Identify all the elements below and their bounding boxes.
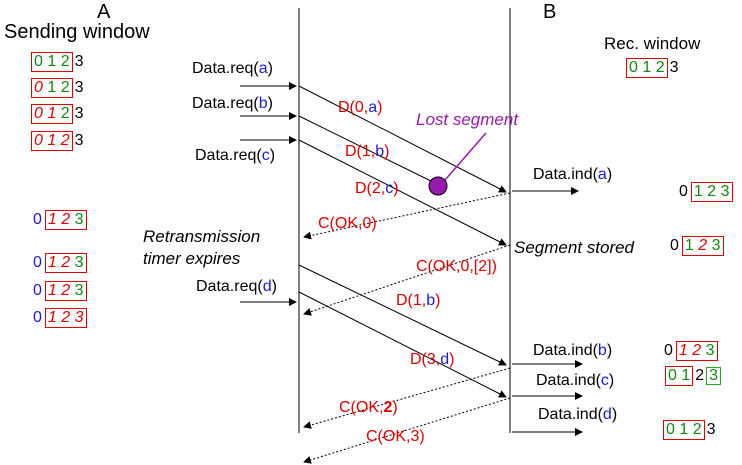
window-box: 1 2 3 — [681, 236, 724, 256]
lost-segment-marker — [428, 176, 448, 196]
host-a-label: A — [97, 1, 111, 23]
req-c-label: Data.req(c) — [195, 147, 276, 164]
window-box: 1 2 3 — [675, 341, 718, 361]
ack-ok0-sack-arrow — [303, 244, 511, 316]
req-b-label: Data.req(b) — [192, 95, 273, 112]
segment-d1b-lost — [298, 115, 438, 185]
window-box: 0 1 2 — [31, 131, 73, 151]
window-box: 0 1 2 — [663, 420, 705, 440]
segment-d2c-label: D(2,c) — [355, 180, 399, 197]
send-window-6: 0 1 2 3 — [33, 253, 87, 273]
segment-d1b-retx-arrow — [298, 264, 507, 366]
send-window-1: 0 1 2 3 — [31, 52, 84, 72]
rec-window-4: 0 1 2 3 — [664, 341, 718, 361]
window-box: 1 2 3 — [44, 308, 87, 328]
req-a-label: Data.req(a) — [192, 60, 273, 77]
window-box: 0 1 — [665, 366, 694, 386]
segment-d1b-label: D(1,b) — [345, 143, 390, 160]
rec-window-3: 0 1 2 3 — [670, 236, 724, 256]
ack-ok0-arrow — [303, 192, 511, 240]
lost-segment-pointer — [444, 132, 487, 181]
window-box: 1 2 3 — [44, 281, 87, 301]
ind-d-label: Data.ind(d) — [538, 406, 618, 423]
rec-window-2: 0 1 2 3 — [679, 182, 733, 202]
segment-d3d-label: D(3,d) — [410, 351, 455, 368]
ind-a-label: Data.ind(a) — [533, 166, 613, 183]
send-window-3: 0 1 2 3 — [31, 104, 84, 124]
retransmission-label-line1: Retransmission — [143, 227, 261, 246]
ind-b-label: Data.ind(b) — [533, 342, 613, 359]
req-d-label: Data.req(d) — [196, 278, 277, 295]
send-window-2: 0 1 2 3 — [31, 78, 84, 98]
rec-window-6: 0 1 2 3 — [663, 420, 716, 440]
segment-d1b-retx-label: D(1,b) — [396, 292, 441, 309]
segment-d2c-arrow — [298, 139, 507, 246]
send-window-5: 0 1 2 3 — [33, 210, 87, 230]
window-box: 1 2 3 — [690, 182, 733, 202]
segment-d0a-arrow — [298, 85, 507, 193]
rec-window-1: 0 1 2 3 — [626, 58, 679, 78]
send-window-4: 0 1 2 3 — [31, 131, 84, 151]
sending-window-title: Sending window — [4, 21, 150, 43]
lost-segment-label: Lost segment — [416, 110, 519, 129]
ack-ok2-label: C(OK,2) — [339, 399, 398, 416]
ack-ok2-arrow — [303, 367, 511, 429]
window-box: 0 1 2 — [31, 104, 73, 124]
window-box: 0 1 2 — [626, 58, 668, 78]
ack-ok0-label: C(OK,0) — [318, 215, 377, 232]
segment-d0a-label: D(0,a) — [338, 99, 383, 116]
ack-ok0-sack-label: C(OK,0,[2]) — [416, 258, 497, 275]
window-box: 1 2 3 — [44, 253, 87, 273]
send-window-7: 0 1 2 3 — [33, 281, 87, 301]
ind-c-label: Data.ind(c) — [536, 372, 615, 389]
segment-stored-label: Segment stored — [514, 238, 635, 257]
host-b-label: B — [543, 1, 557, 23]
send-window-8: 0 1 2 3 — [33, 308, 87, 328]
ack-ok3-label: C(OK,3) — [366, 428, 425, 445]
rec-window-title: Rec. window — [604, 34, 701, 53]
window-box: 0 1 2 — [31, 78, 73, 98]
window-box: 1 2 3 — [44, 210, 87, 230]
retransmission-label-line2: timer expires — [143, 249, 241, 268]
window-box: 0 1 2 — [31, 52, 73, 72]
